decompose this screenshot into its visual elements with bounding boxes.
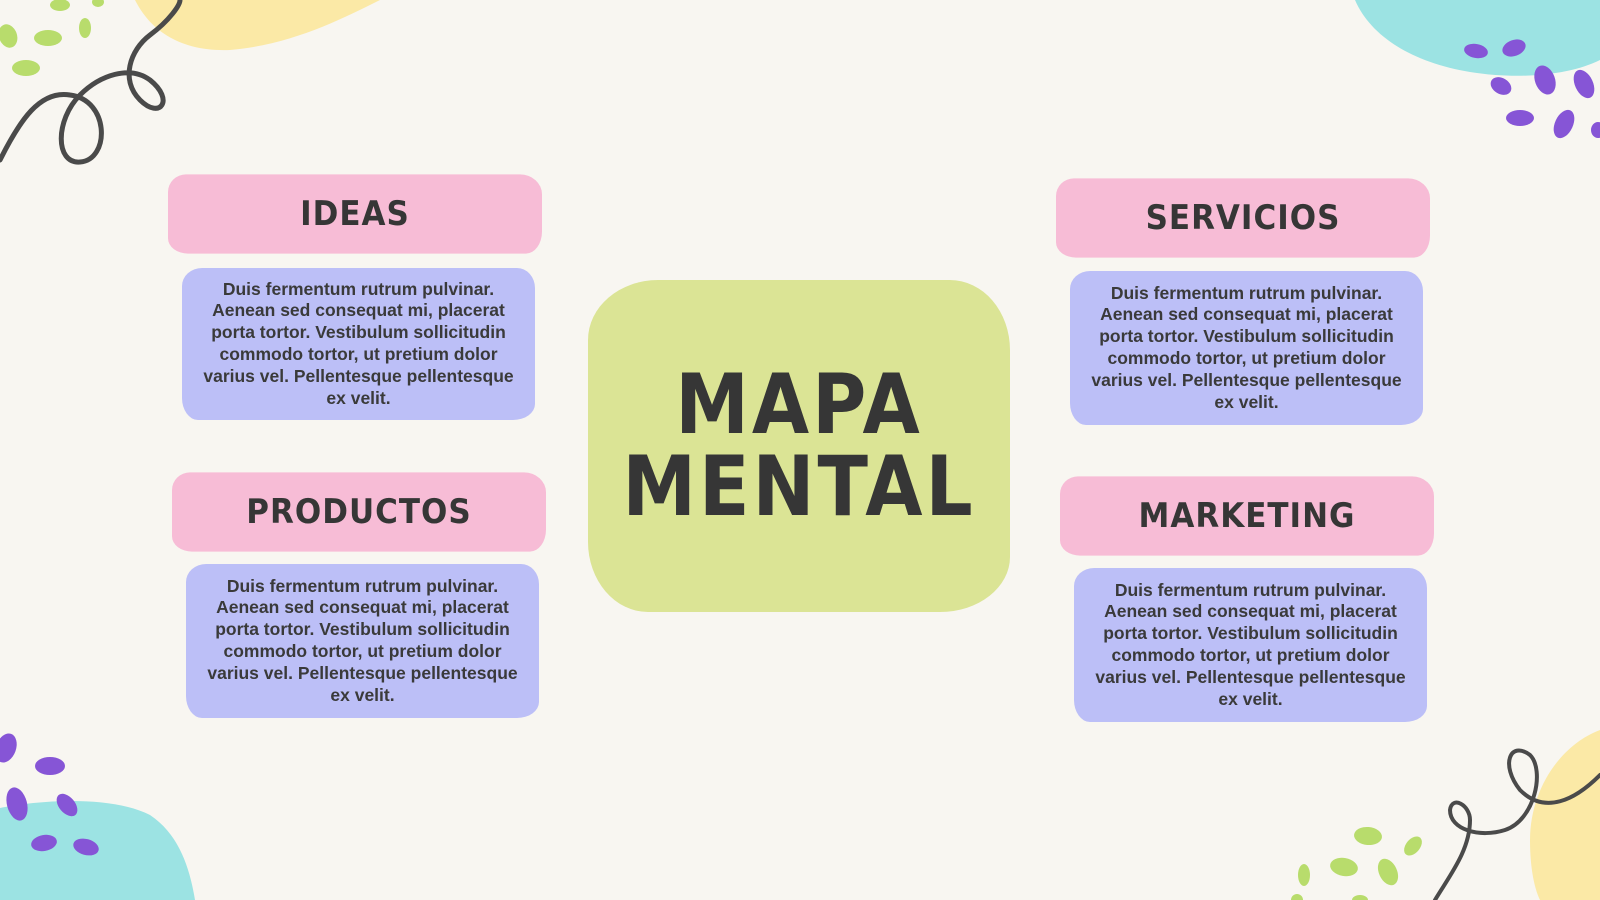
cyan-blob-top-right: [1355, 0, 1600, 76]
branch-servicios-description: Duis fermentum rutrum pulvinar. Aenean s…: [1070, 271, 1423, 425]
squiggle-bottom-right: [1433, 748, 1600, 900]
central-topic-line-2: MENTAL: [622, 438, 976, 536]
branch-marketing-title: MARKETING: [1060, 476, 1434, 556]
squiggle-top-left: [0, 0, 183, 165]
central-topic: MAPA MENTAL: [588, 280, 1010, 612]
green-dots-bottom-right: [1291, 826, 1422, 900]
branch-productos-description: Duis fermentum rutrum pulvinar. Aenean s…: [186, 564, 539, 718]
yellow-blob-bottom-right: [1530, 730, 1600, 900]
purple-dots-bottom-left: [0, 733, 99, 856]
green-dots-top-left: [0, 0, 104, 76]
branch-ideas-description: Duis fermentum rutrum pulvinar. Aenean s…: [182, 268, 535, 420]
yellow-blob-top-left: [135, 0, 380, 51]
purple-dots-top-right: [1464, 39, 1600, 139]
branch-ideas-title: IDEAS: [168, 174, 542, 254]
central-topic-line-1: MAPA: [675, 356, 923, 454]
branch-productos-title: PRODUCTOS: [172, 472, 546, 552]
branch-servicios-title: SERVICIOS: [1056, 178, 1430, 258]
branch-marketing-description: Duis fermentum rutrum pulvinar. Aenean s…: [1074, 568, 1427, 722]
